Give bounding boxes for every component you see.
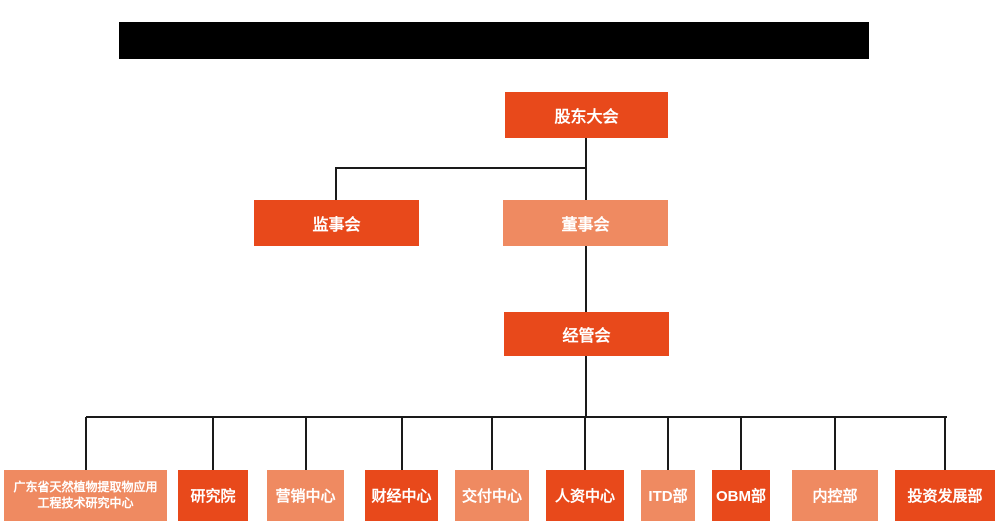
org-node-label: 研究院 [190, 488, 236, 505]
connector-line [584, 417, 586, 470]
connector-line [944, 417, 946, 470]
connector-line [335, 167, 587, 169]
org-node-department: 财经中心 [365, 470, 438, 521]
connector-line [84, 417, 87, 470]
connector-line [740, 417, 742, 470]
org-node-department: ITD部 [641, 470, 695, 521]
org-node-department: 交付中心 [455, 470, 529, 521]
connector-line [400, 417, 403, 470]
connector-line [335, 168, 337, 200]
connector-line [667, 417, 669, 470]
org-node-department: 营销中心 [267, 470, 344, 521]
connector-line [304, 417, 307, 470]
org-node-label: ITD部 [648, 488, 688, 505]
connector-line [585, 246, 587, 312]
connector-line [491, 417, 493, 470]
org-node-department: 人资中心 [546, 470, 624, 521]
org-node-label: 董事会 [561, 217, 610, 234]
org-node-label: 监事会 [312, 217, 361, 234]
org-node-board-of-directors: 董事会 [503, 200, 668, 246]
org-node-label: 内控部 [812, 488, 858, 505]
org-node-label: 股东大会 [554, 109, 619, 126]
org-node-label: 投资发展部 [907, 488, 983, 505]
org-node-label: 财经中心 [371, 488, 432, 505]
org-node-label: 交付中心 [461, 488, 522, 505]
redacted-title-bar [119, 22, 869, 59]
org-node-label: OBM部 [716, 488, 766, 505]
org-node-management-committee: 经管会 [504, 312, 669, 356]
org-node-label: 营销中心 [275, 488, 336, 505]
org-node-label: 广东省天然植物提取物应用工程技术研究中心 [13, 479, 158, 510]
org-node-department: 广东省天然植物提取物应用工程技术研究中心 [4, 470, 167, 521]
connector-line [212, 417, 214, 470]
org-node-supervisory-board: 监事会 [254, 200, 419, 246]
connector-line [834, 417, 836, 470]
connector-line [585, 356, 587, 417]
org-node-shareholders-meeting: 股东大会 [505, 92, 668, 138]
connector-line [585, 138, 587, 200]
org-node-department: 研究院 [178, 470, 248, 521]
org-node-department: OBM部 [712, 470, 770, 521]
connector-line [85, 416, 947, 418]
org-node-label: 人资中心 [554, 488, 615, 505]
org-node-department: 投资发展部 [895, 470, 995, 521]
org-node-label: 经管会 [562, 328, 611, 345]
org-node-department: 内控部 [792, 470, 878, 521]
